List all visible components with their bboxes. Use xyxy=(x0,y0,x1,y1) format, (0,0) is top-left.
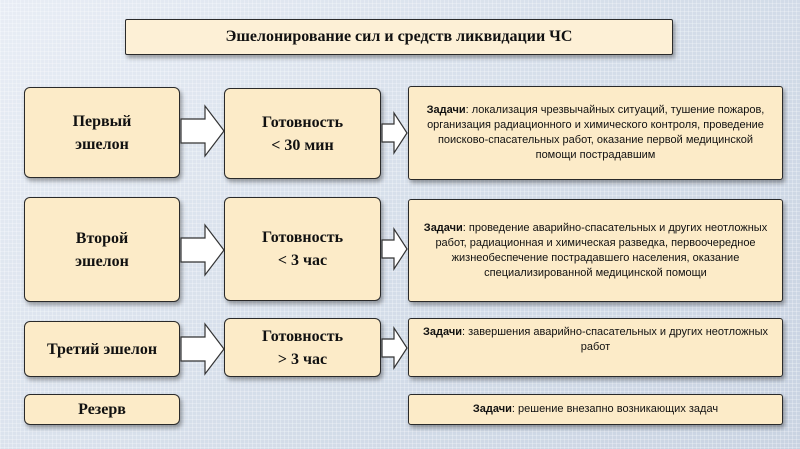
readiness-value: > 3 час xyxy=(277,350,328,368)
echelon-box-first: Первый эшелон xyxy=(24,87,180,178)
diagram-title: Эшелонирование сил и средств ликвидации … xyxy=(125,19,673,55)
readiness-box-first: Готовность < 30 мин xyxy=(224,88,381,179)
echelon-label-line2: эшелон xyxy=(75,135,129,153)
task-prefix: Задачи xyxy=(423,221,463,234)
readiness-value: < 30 мин xyxy=(271,136,334,154)
echelon-label-line1: Первый xyxy=(72,112,132,130)
diagram-title-text: Эшелонирование сил и средств ликвидации … xyxy=(225,28,573,45)
task-text: : проведение аварийно-спасательных и дру… xyxy=(435,221,768,279)
arrow-right-icon xyxy=(180,322,225,376)
echelon-label-line1: Второй xyxy=(75,229,129,247)
reserve-label: Резерв xyxy=(78,401,126,418)
arrow-right-icon xyxy=(381,325,408,371)
reserve-box: Резерв xyxy=(24,394,180,425)
task-text: : завершения аварийно-спасательных и дру… xyxy=(461,326,768,353)
readiness-box-third: Готовность > 3 час xyxy=(224,318,381,377)
readiness-value: < 3 час xyxy=(277,252,328,269)
arrow-right-icon xyxy=(180,223,225,277)
task-box-reserve: Задачи: решение внезапно возникающих зад… xyxy=(408,394,783,425)
arrow-right-icon xyxy=(381,226,408,272)
echelon-label-line1: Третий эшелон xyxy=(46,340,158,358)
readiness-box-second: Готовность < 3 час xyxy=(224,197,381,301)
readiness-label: Готовность xyxy=(261,327,344,345)
task-box-first: Задачи: локализация чрезвычайных ситуаци… xyxy=(408,86,783,180)
readiness-label: Готовность xyxy=(261,229,344,246)
echelon-box-third: Третий эшелон xyxy=(24,321,180,377)
readiness-label: Готовность xyxy=(261,113,344,131)
echelon-label-line2: эшелон xyxy=(75,252,129,270)
task-box-third: Задачи: завершения аварийно-спасательных… xyxy=(408,318,783,377)
echelon-box-second: Второй эшелон xyxy=(24,197,180,302)
task-prefix: Задачи xyxy=(426,104,466,116)
arrow-right-icon xyxy=(381,110,408,156)
task-box-second: Задачи: проведение аварийно-спасательных… xyxy=(408,199,783,302)
task-prefix: Задачи xyxy=(423,326,462,338)
task-prefix: Задачи xyxy=(472,403,512,415)
arrow-right-icon xyxy=(180,104,225,158)
task-text: : решение внезапно возникающих задач xyxy=(511,403,719,415)
task-text: : локализация чрезвычайных ситуаций, туш… xyxy=(427,104,765,161)
